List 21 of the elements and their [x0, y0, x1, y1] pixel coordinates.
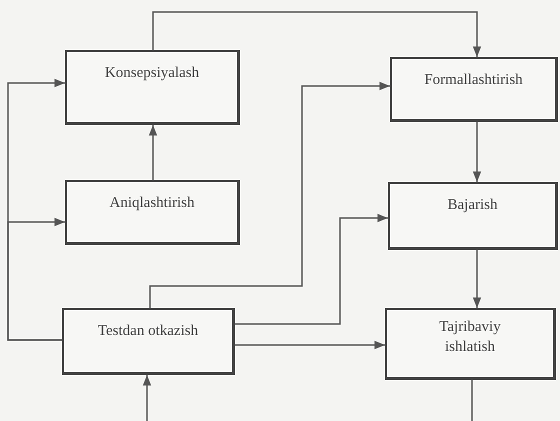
box-label: Bajarish: [448, 196, 498, 215]
arrow: [472, 122, 482, 182]
box-label: Testdan otkazish: [98, 322, 198, 341]
process-box: [65, 50, 240, 125]
arrow: [235, 340, 385, 350]
process-box: [65, 180, 240, 245]
process-box: [390, 57, 558, 122]
process-box: [385, 308, 556, 380]
arrow: [235, 214, 388, 325]
arrow: [472, 250, 482, 308]
arrow: [149, 82, 390, 308]
arrow: [148, 125, 158, 180]
arrow: [152, 11, 482, 57]
arrow: [7, 218, 65, 341]
box-label: Aniqlashtirish: [110, 194, 194, 213]
process-box: [62, 308, 235, 375]
process-box: [388, 182, 558, 250]
box-label: Konsepsiyalash: [104, 64, 200, 83]
box-label: Tajribaviy ishlatish: [438, 318, 502, 356]
arrow: [142, 375, 152, 421]
box-label: Formallashtirish: [424, 71, 523, 90]
